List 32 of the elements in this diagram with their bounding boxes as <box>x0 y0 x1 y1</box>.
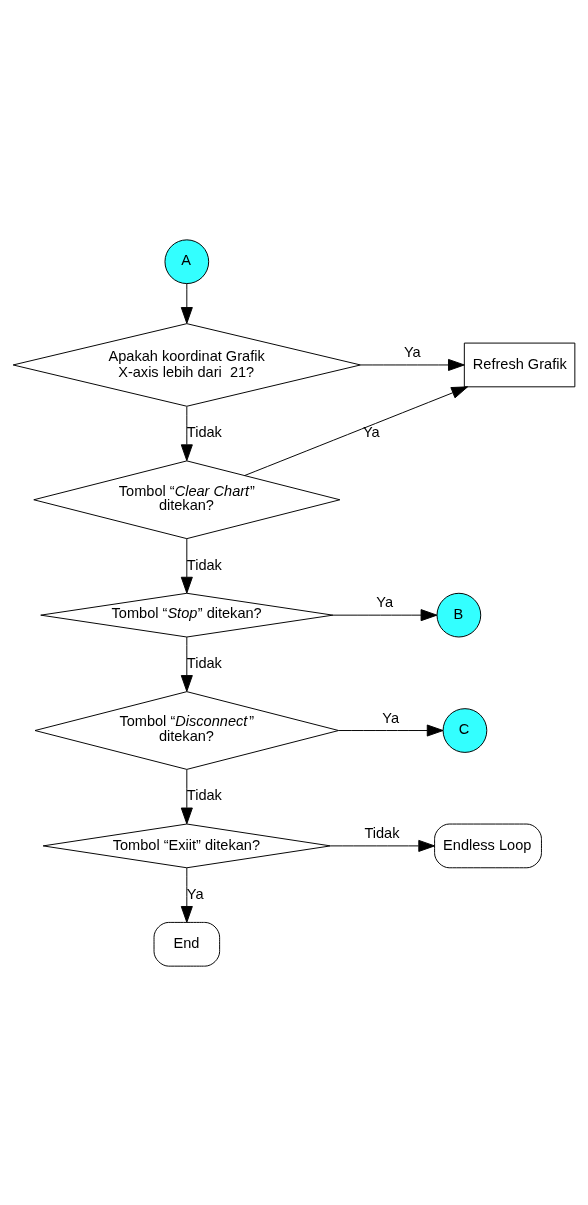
arrow <box>180 282 193 324</box>
node-diamond: Tombol “Clear Chart” ditekan? <box>33 459 341 539</box>
node-box: Refresh Grafik <box>463 342 576 387</box>
node-circle: A <box>164 238 210 284</box>
node-box: Endless Loop <box>434 823 542 868</box>
edge-label: Ya <box>382 709 400 726</box>
node-circle: C <box>442 707 488 753</box>
arrow <box>332 608 438 621</box>
arrow <box>180 768 193 824</box>
node-circle: B <box>436 592 482 637</box>
arrow <box>180 636 193 692</box>
edge-label: Ya <box>362 423 380 440</box>
edge-label: Tidak <box>186 423 222 440</box>
node-box: End <box>153 921 221 967</box>
edge-label: Tidak <box>186 654 222 671</box>
edge-label: Tidak <box>364 824 400 841</box>
node-diamond: Tombol “Stop” ditekan? <box>40 592 334 637</box>
edge-label: Ya <box>403 343 421 360</box>
arrow <box>360 358 465 371</box>
arrow <box>180 537 193 594</box>
edge-label: Tidak <box>186 556 222 573</box>
node-diamond: Apakah koordinat Grafik X-axis lebih dari 21? <box>12 322 361 407</box>
node-diamond: Tombol “Exiit” ditekan? <box>42 823 331 868</box>
edge-label: Ya <box>186 885 204 902</box>
arrow <box>180 866 193 923</box>
arrow <box>180 405 193 461</box>
node-diamond: Tombol “Disconnect” ditekan? <box>34 690 340 770</box>
arrow <box>330 839 436 852</box>
edge-label: Tidak <box>186 786 222 803</box>
arrow <box>338 724 444 737</box>
arrow <box>244 385 469 476</box>
edge-label: Ya <box>376 593 394 610</box>
